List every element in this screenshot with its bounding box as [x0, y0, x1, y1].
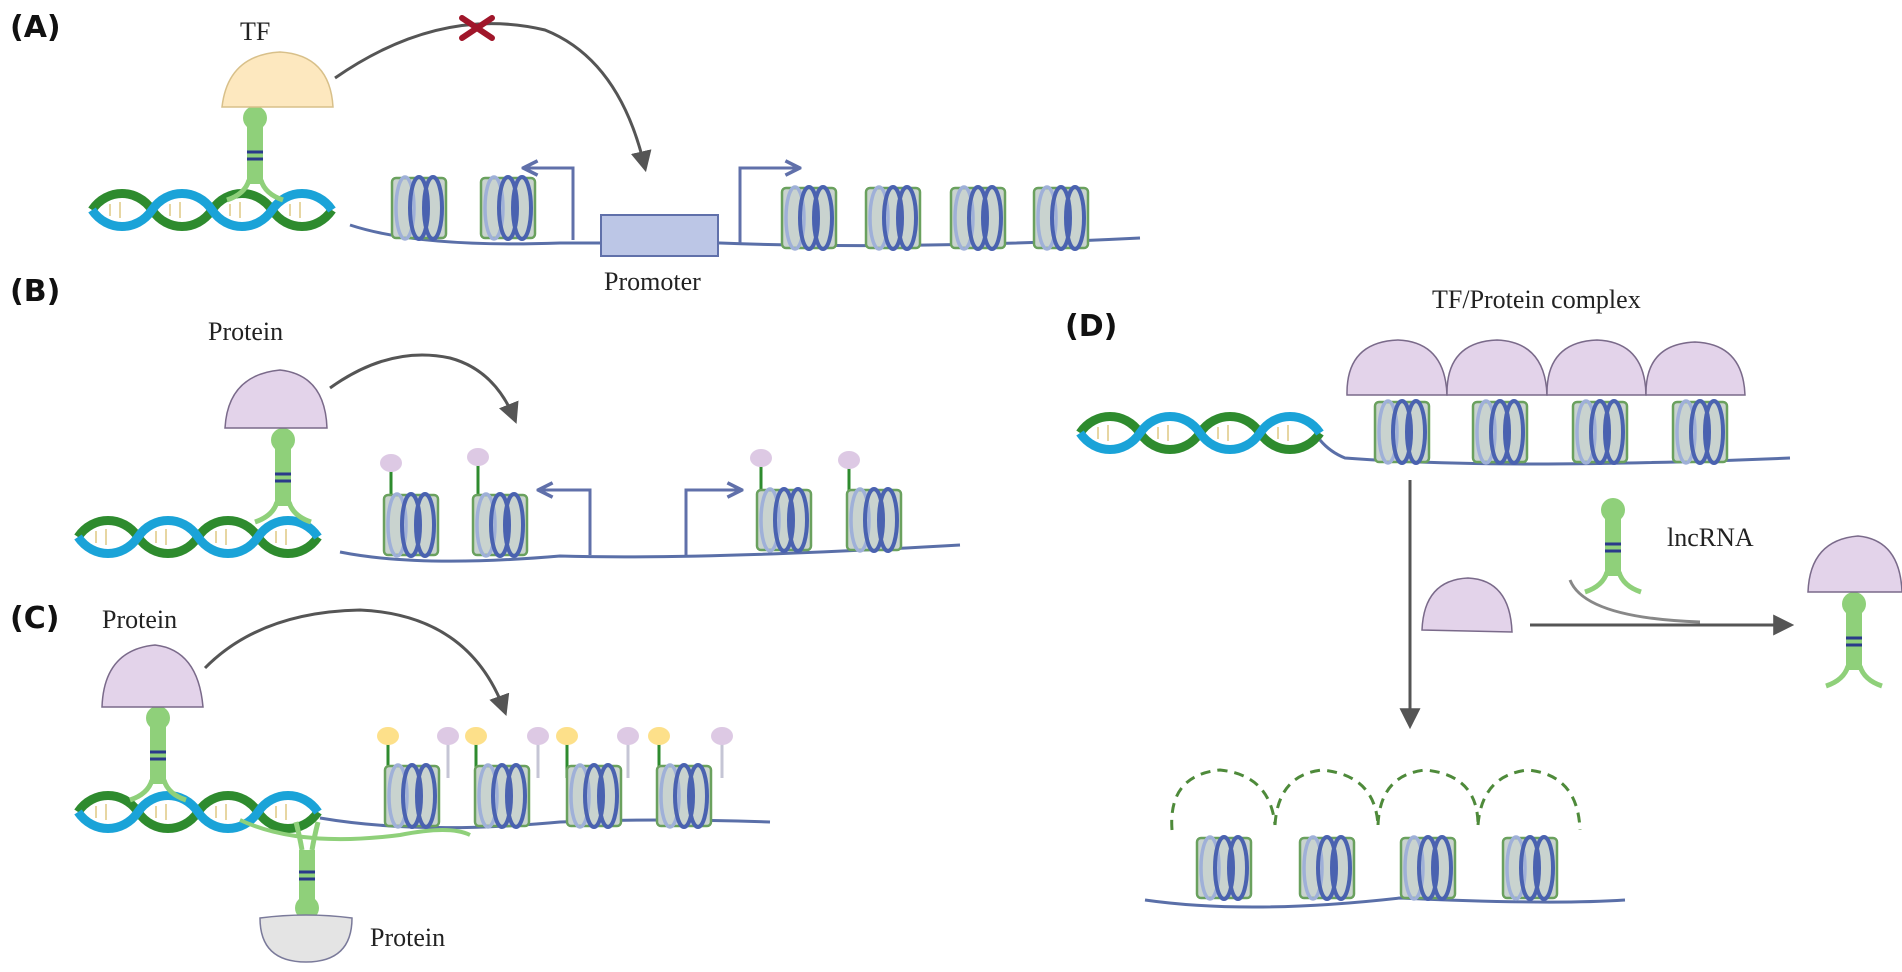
- panel-c: (C) Protein Protein: [10, 601, 771, 963]
- nucleosome: [1671, 399, 1729, 465]
- nucleosome: [1501, 835, 1559, 901]
- dna-strand: [339, 543, 961, 563]
- dna-helix: [78, 521, 318, 554]
- protein-label: Protein: [208, 317, 283, 346]
- dna-strand: [1144, 896, 1626, 909]
- bent-arrow-icon: [540, 490, 592, 555]
- regulation-arrow: [203, 608, 510, 716]
- lncrna-hairpin-inverted: [293, 821, 321, 920]
- dna-helix: [92, 194, 332, 227]
- curved-join: [1568, 579, 1701, 624]
- protein-shape: [101, 644, 204, 708]
- nucleosome: [949, 185, 1007, 251]
- lncrna-tail: [239, 818, 471, 842]
- dna-strand: [1318, 439, 1791, 466]
- nucleosome: [1195, 835, 1253, 901]
- nucleosome: [845, 487, 903, 553]
- panel-c-label: (C): [10, 601, 59, 636]
- nucleosome: [479, 175, 537, 241]
- promoter-box: [600, 214, 719, 257]
- bent-arrow-icon: [525, 168, 575, 240]
- protein-label-bottom: Protein: [370, 923, 445, 952]
- panel-a: (A) TF Promoter: [10, 10, 1141, 296]
- panel-d: (D) TF/Protein complex lncRNA: [1065, 285, 1902, 909]
- bent-arrow-icon: [738, 168, 798, 243]
- complex-label: TF/Protein complex: [1432, 285, 1641, 314]
- dna-helix: [78, 796, 318, 829]
- nucleosome: [1032, 185, 1090, 251]
- protein-complex: [1346, 339, 1746, 396]
- regulation-arrow: [329, 353, 519, 424]
- nucleosome: [1571, 399, 1629, 465]
- protein-lncrna-complex: [1807, 535, 1902, 593]
- nucleosome: [655, 763, 713, 829]
- nucleosome: [471, 492, 529, 558]
- protein-shape: [224, 369, 328, 429]
- panel-b-label: (B): [10, 274, 60, 309]
- promoter-label: Promoter: [604, 267, 701, 296]
- nucleosome: [1373, 399, 1431, 465]
- nucleosome: [1298, 835, 1356, 901]
- nucleosome: [755, 487, 813, 553]
- histone-mark: [377, 727, 733, 778]
- lncrna-hairpin: [227, 106, 283, 200]
- panel-a-label: (A): [10, 10, 61, 45]
- released-protein: [1421, 577, 1513, 633]
- nucleosome: [1471, 399, 1529, 465]
- nucleosome: [382, 492, 440, 558]
- lncrna-hairpin: [130, 706, 186, 800]
- regulation-arrow: [334, 22, 652, 173]
- lncrna-hairpin: [1585, 498, 1641, 592]
- dashed-complex-outline: [1170, 768, 1582, 831]
- dna-helix: [1080, 417, 1320, 450]
- lncrna-hairpin: [255, 428, 311, 522]
- nucleosome: [864, 185, 922, 251]
- nucleosome: [473, 763, 531, 829]
- panel-b: (B) Protein: [10, 274, 961, 563]
- lncrna-label: lncRNA: [1667, 523, 1754, 552]
- protein-shape-bottom: [259, 914, 353, 963]
- nucleosome: [1399, 835, 1457, 901]
- dna-strand: [349, 223, 1141, 248]
- protein-label-top: Protein: [102, 605, 177, 634]
- tf-label: TF: [240, 17, 270, 46]
- lncrna-hairpin: [1826, 592, 1882, 686]
- nucleosome: [780, 185, 838, 251]
- nucleosome: [565, 763, 623, 829]
- panel-d-label: (D): [1065, 309, 1117, 344]
- bent-arrow-icon: [684, 490, 740, 555]
- blocked-x-icon: [459, 15, 495, 41]
- nucleosome: [390, 175, 448, 241]
- nucleosome: [383, 763, 441, 829]
- tf-shape: [221, 51, 334, 108]
